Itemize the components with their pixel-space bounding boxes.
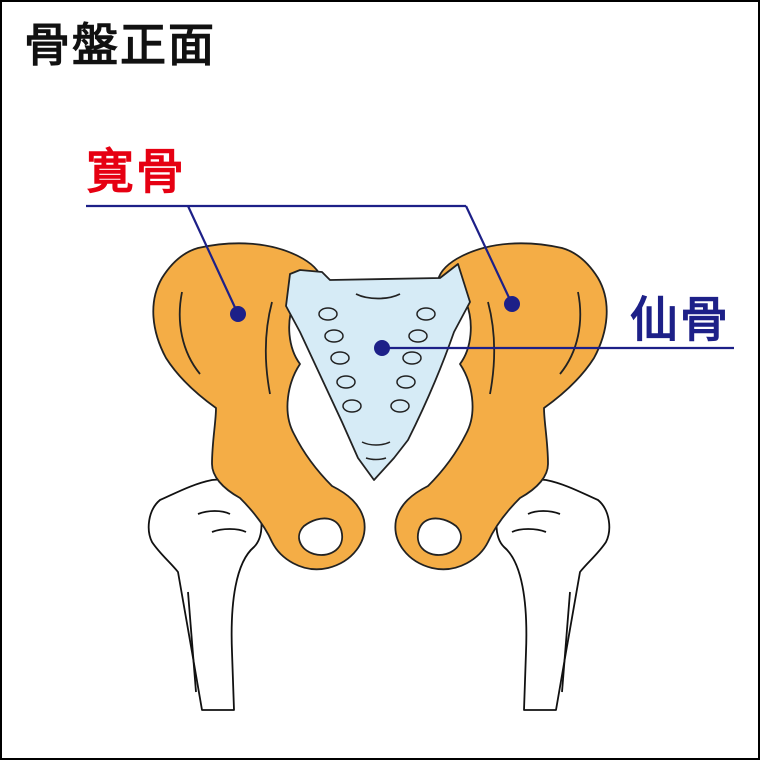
hip-bone-label: 寛骨 [86, 144, 187, 200]
page-title: 骨盤正面 [24, 18, 216, 72]
hip-bone-leader [86, 204, 513, 315]
left-femur [147, 478, 263, 711]
right-hip-marker-dot [504, 296, 520, 312]
sacrum-marker-dot [374, 340, 390, 356]
left-hip-marker-dot [230, 306, 246, 322]
sacrum [285, 263, 471, 481]
right-femur [495, 478, 611, 711]
sacrum-label: 仙骨 [630, 292, 731, 348]
sacral-foramina [318, 307, 436, 461]
right-hip-bone [394, 242, 608, 571]
